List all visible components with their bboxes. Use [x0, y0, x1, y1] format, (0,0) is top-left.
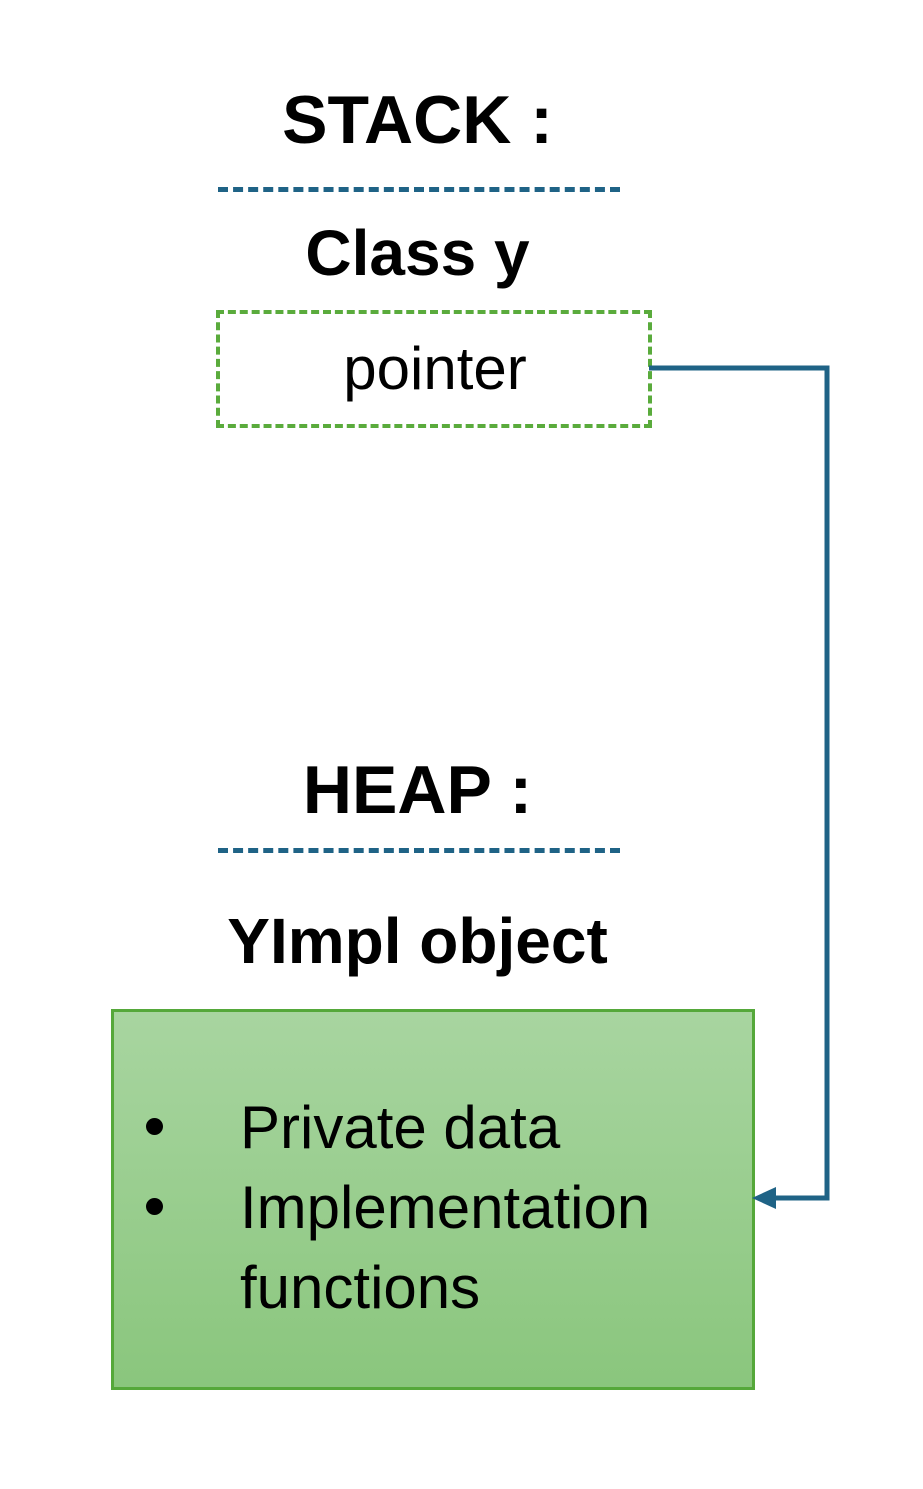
list-item-text: Private data	[240, 1094, 561, 1161]
arrow-head-icon	[752, 1187, 776, 1209]
object-title: YImpl object	[227, 905, 608, 977]
connector-line	[649, 365, 830, 1201]
list-item: Private data	[114, 1088, 650, 1168]
pointer-label: pointer	[343, 335, 527, 402]
class-title: Class y	[305, 217, 530, 289]
heap-divider	[218, 848, 620, 853]
list-item-text: Implementation	[240, 1174, 651, 1241]
bullet-icon	[146, 1198, 163, 1215]
stack-title: STACK :	[282, 82, 553, 158]
pointer-box: pointer	[216, 310, 652, 428]
list-item-text: functions	[240, 1254, 481, 1321]
list-item: functions	[114, 1248, 650, 1328]
list-item: Implementation	[114, 1168, 650, 1248]
stack-divider	[218, 187, 620, 192]
heap-object-box: Private data Implementation functions	[111, 1009, 755, 1390]
heap-title: HEAP :	[302, 752, 533, 828]
heap-object-list: Private data Implementation functions	[114, 1088, 650, 1328]
bullet-icon	[146, 1118, 163, 1135]
